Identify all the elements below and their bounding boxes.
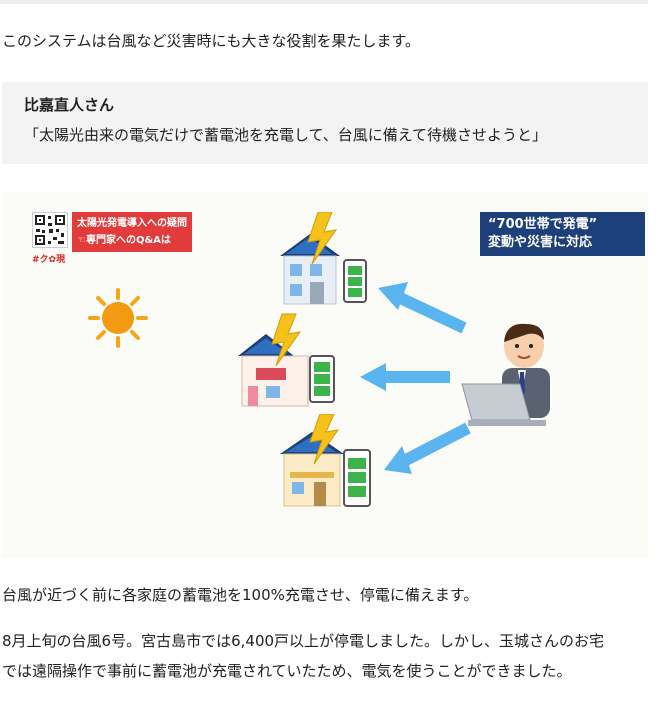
news-badge[interactable]: “700世帯で発電” 変動や災害に対応 (480, 212, 645, 256)
top-divider (0, 0, 648, 4)
qa-badge[interactable]: #ク✿現 太陽光発電導入への疑問 ☜専門家へのQ&Aは (32, 212, 192, 268)
arrow-to-house-2-icon (360, 363, 450, 391)
battery-system-illustration: #ク✿現 太陽光発電導入への疑問 ☜専門家へのQ&Aは “700世帯で発電” 変… (2, 192, 648, 558)
news-badge-line2: 変動や災害に対応 (488, 235, 593, 250)
paragraph-2-line1: 8月上旬の台風6号。宮古島市では6,400戸以上が停電しました。しかし、玉城さん… (2, 632, 605, 650)
qr-label: #ク✿現 (32, 255, 66, 265)
sun-icon (88, 288, 148, 348)
house-3-icon (280, 414, 371, 507)
quote-text: 「太陽光由来の電気だけで蓄電池を充電して、台風に備えて待機させようと」 (24, 126, 548, 144)
house-1-icon (280, 212, 367, 305)
arrow-to-house-1-icon (378, 282, 467, 334)
paragraph-1: 台風が近づく前に各家庭の蓄電池を100%充電させ、停電に備えます。 (2, 586, 479, 604)
qa-tag-line1: 太陽光発電導入への疑問 (77, 218, 187, 229)
operator-with-laptop-icon (461, 323, 550, 426)
paragraph-2-line2: では遠隔操作で事前に蓄電池が充電されていたため、電気を使うことができました。 (2, 662, 572, 680)
quote-speaker-name: 比嘉直人さん (24, 96, 115, 114)
news-badge-line1: “700世帯で発電” (488, 217, 598, 232)
house-2-icon (238, 313, 335, 407)
qr-code-icon (32, 212, 68, 248)
intro-paragraph: このシステムは台風など災害時にも大きな役割を果たします。 (2, 32, 421, 50)
arrow-to-house-3-icon (384, 422, 471, 474)
qa-tag: 太陽光発電導入への疑問 ☜専門家へのQ&Aは (72, 212, 192, 252)
qa-tag-line2: ☜専門家へのQ&Aは (77, 235, 171, 246)
quote-box: 比嘉直人さん 「太陽光由来の電気だけで蓄電池を充電して、台風に備えて待機させよう… (2, 82, 648, 164)
